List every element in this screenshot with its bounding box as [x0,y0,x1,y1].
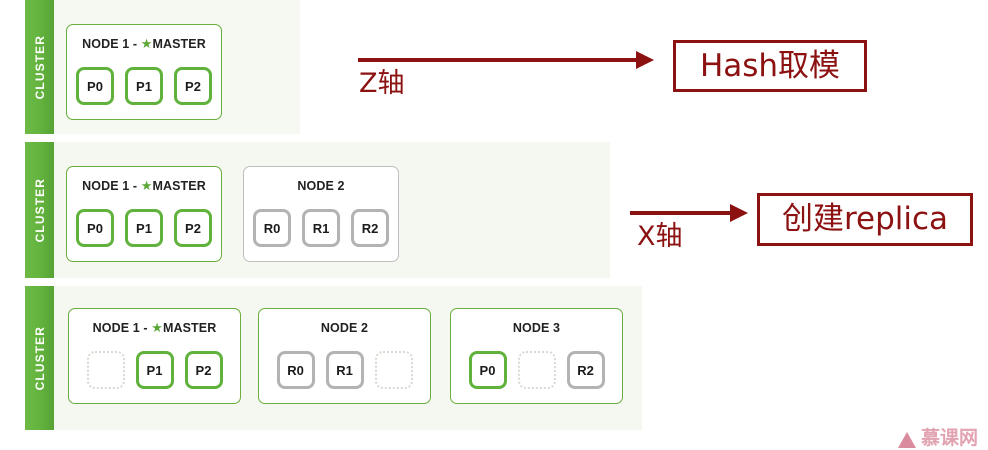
arrow-head-icon [636,51,654,69]
node-title: NODE 3 [451,320,622,335]
cluster-label-bar-2: CLUSTER [25,142,54,278]
slot-chip[interactable]: R1 [302,209,340,247]
slot-chip[interactable]: P2 [174,67,212,105]
arrow-shaft [358,58,640,62]
slot-chip[interactable]: P2 [184,351,223,389]
node-card-1-1[interactable]: NODE 1 - ★MASTER P0 P1 P2 [66,24,222,120]
axis-label-z: Z轴 [359,68,405,99]
cluster-label-bar-3: CLUSTER [25,286,54,430]
node-title: NODE 1 - ★MASTER [67,178,221,194]
cluster-label-text: CLUSTER [32,325,47,391]
cluster-row-2: CLUSTER NODE 1 - ★MASTER P0 P1 P2 NODE 2… [0,142,612,278]
node-title-prefix: NODE 2 [320,321,369,335]
node-slot-list: R0 R1 [259,351,430,389]
slot-chip-empty[interactable] [517,351,556,389]
annotation-box-replica: 创建replica [757,193,973,246]
arrow-head-icon [730,204,748,222]
node-title-suffix: MASTER [152,179,206,193]
arrow-shaft [630,211,734,215]
axis-label-x: X轴 [637,221,683,252]
cluster-label-text: CLUSTER [32,177,47,243]
node-slot-list: P0 P1 P2 [67,67,221,105]
master-star-icon: ★ [140,36,153,51]
node-slot-list: P0 P1 P2 [67,209,221,247]
slot-chip[interactable]: R0 [276,351,315,389]
master-star-icon: ★ [151,320,163,335]
slot-chip[interactable]: R1 [325,351,364,389]
master-star-icon: ★ [140,178,153,193]
slot-chip[interactable]: R2 [351,209,389,247]
node-title-suffix: MASTER [152,37,206,51]
node-card-3-3[interactable]: NODE 3 P0 R2 [450,308,623,404]
node-title-prefix: NODE 2 [297,179,345,193]
node-slot-list: P0 R2 [451,351,622,389]
node-slot-list: R0 R1 R2 [244,209,398,247]
node-slot-list: P1 P2 [69,351,240,389]
slot-chip[interactable]: P0 [76,209,114,247]
slot-chip[interactable]: P0 [76,67,114,105]
annotation-box-hash: Hash取模 [673,40,867,92]
slot-chip-empty[interactable] [86,351,125,389]
node-title-prefix: NODE 3 [512,321,561,335]
node-title-prefix: NODE 1 - [82,179,141,193]
slot-chip[interactable]: P2 [174,209,212,247]
slot-chip[interactable]: R2 [566,351,605,389]
node-title-prefix: NODE 1 - [92,321,152,335]
cluster-label-bar-1: CLUSTER [25,0,54,134]
slot-chip[interactable]: R0 [253,209,291,247]
node-title: NODE 2 [244,178,398,193]
slot-chip[interactable]: P1 [125,209,163,247]
node-title-prefix: NODE 1 - [82,37,141,51]
cluster-row-3: CLUSTER NODE 1 - ★MASTER P1 P2 NODE 2 R0… [0,286,644,430]
node-card-2-1[interactable]: NODE 1 - ★MASTER P0 P1 P2 [66,166,222,262]
watermark-logo-icon [897,432,916,448]
node-title: NODE 1 - ★MASTER [67,36,221,52]
watermark-text: 慕课网 [920,427,978,449]
cluster-row-1: CLUSTER NODE 1 - ★MASTER P0 P1 P2 [0,0,300,134]
slot-chip-empty[interactable] [374,351,413,389]
cluster-label-text: CLUSTER [32,34,47,100]
slot-chip[interactable]: P1 [135,351,174,389]
node-title: NODE 1 - ★MASTER [69,320,240,336]
node-title-suffix: MASTER [162,321,217,335]
node-card-3-1[interactable]: NODE 1 - ★MASTER P1 P2 [68,308,241,404]
node-card-2-2[interactable]: NODE 2 R0 R1 R2 [243,166,399,262]
slot-chip[interactable]: P0 [468,351,507,389]
node-title: NODE 2 [259,320,430,335]
slot-chip[interactable]: P1 [125,67,163,105]
node-card-3-2[interactable]: NODE 2 R0 R1 [258,308,431,404]
watermark: 慕课网 [897,423,978,450]
